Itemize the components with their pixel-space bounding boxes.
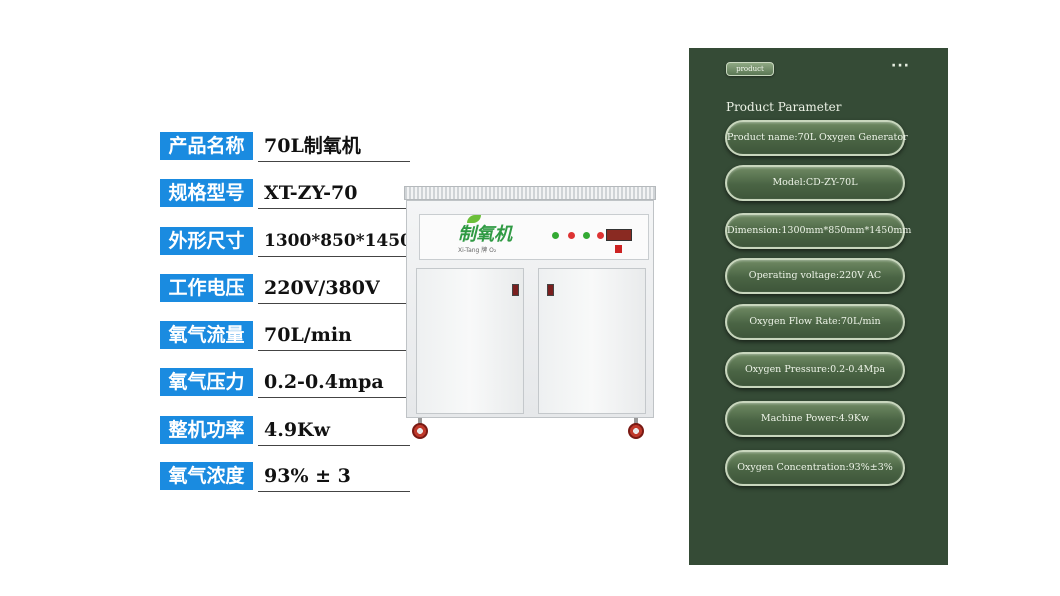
product-tab[interactable]: product (726, 62, 774, 76)
parameter-button[interactable]: Product name:70L Oxygen Generator (725, 120, 908, 156)
door-handle-icon (512, 284, 519, 296)
parameter-button[interactable]: Dimension:1300mm*850mm*1450mm (725, 213, 911, 249)
spec-value: 70L/min (264, 324, 352, 346)
machine-logo: 制氧机 (458, 224, 512, 245)
cabinet-door-right (538, 268, 646, 414)
spec-value: 4.9Kw (264, 419, 330, 441)
product-parameter-panel: product ··· Product Parameter Product na… (689, 48, 948, 565)
spec-row: 氧气浓度 93% ± 3 (160, 462, 412, 496)
spec-label: 氧气浓度 (160, 462, 253, 490)
spec-label: 氧气流量 (160, 321, 253, 349)
spec-row: 氧气压力 0.2-0.4mpa (160, 368, 412, 402)
indicator-light-icon (597, 232, 604, 239)
spec-underline (258, 350, 410, 351)
parameter-button[interactable]: Oxygen Pressure:0.2-0.4Mpa (725, 352, 905, 388)
parameter-button[interactable]: Model:CD-ZY-70L (725, 165, 905, 201)
indicator-light-icon (568, 232, 575, 239)
spec-row: 工作电压 220V/380V (160, 274, 412, 308)
parameter-button[interactable]: Oxygen Concentration:93%±3% (725, 450, 905, 486)
machine-logo-sub: Xi-Tang 牌 O₂ (458, 247, 497, 254)
machine-cabinet: 制氧机 Xi-Tang 牌 O₂ (406, 200, 654, 418)
spec-value: 93% ± 3 (264, 465, 351, 487)
spec-underline (258, 303, 410, 304)
spec-row: 规格型号 XT-ZY-70 (160, 179, 412, 213)
spec-row: 氧气流量 70L/min (160, 321, 412, 355)
spec-label: 产品名称 (160, 132, 253, 160)
spec-label: 工作电压 (160, 274, 253, 302)
spec-label: 氧气压力 (160, 368, 253, 396)
spec-underline (258, 256, 410, 257)
spec-value: 1300*850*1450 (264, 231, 412, 251)
spec-underline (258, 445, 410, 446)
door-handle-icon (547, 284, 554, 296)
indicator-light-icon (583, 232, 590, 239)
spec-value: 0.2-0.4mpa (264, 371, 384, 393)
cabinet-door-left (416, 268, 524, 414)
spec-label: 外形尺寸 (160, 227, 253, 255)
spec-underline (258, 491, 410, 492)
spec-value: XT-ZY-70 (264, 182, 358, 204)
spec-underline (258, 397, 410, 398)
caster-wheel-icon (412, 418, 428, 439)
spec-row: 整机功率 4.9Kw (160, 416, 412, 450)
spec-underline (258, 208, 410, 209)
more-icon[interactable]: ··· (891, 58, 910, 74)
spec-underline (258, 161, 410, 162)
spec-row: 产品名称 70L制氧机 (160, 132, 412, 166)
power-switch-icon (615, 245, 622, 253)
spec-label: 规格型号 (160, 179, 253, 207)
panel-title: Product Parameter (726, 100, 842, 114)
spec-value: 220V/380V (264, 277, 380, 299)
parameter-button[interactable]: Machine Power:4.9Kw (725, 401, 905, 437)
machine-control-panel: 制氧机 Xi-Tang 牌 O₂ (419, 214, 649, 260)
spec-label: 整机功率 (160, 416, 253, 444)
spec-value: 70L制氧机 (264, 135, 361, 157)
parameter-button[interactable]: Oxygen Flow Rate:70L/min (725, 304, 905, 340)
leaf-icon (467, 215, 481, 223)
machine-top-grille (404, 186, 656, 200)
parameter-button[interactable]: Operating voltage:220V AC (725, 258, 905, 294)
caster-wheel-icon (628, 418, 644, 439)
indicator-light-icon (552, 232, 559, 239)
spec-row: 外形尺寸 1300*850*1450 (160, 227, 412, 261)
oxygen-generator-image: 制氧机 Xi-Tang 牌 O₂ (404, 186, 656, 442)
digital-display-icon (606, 229, 632, 241)
